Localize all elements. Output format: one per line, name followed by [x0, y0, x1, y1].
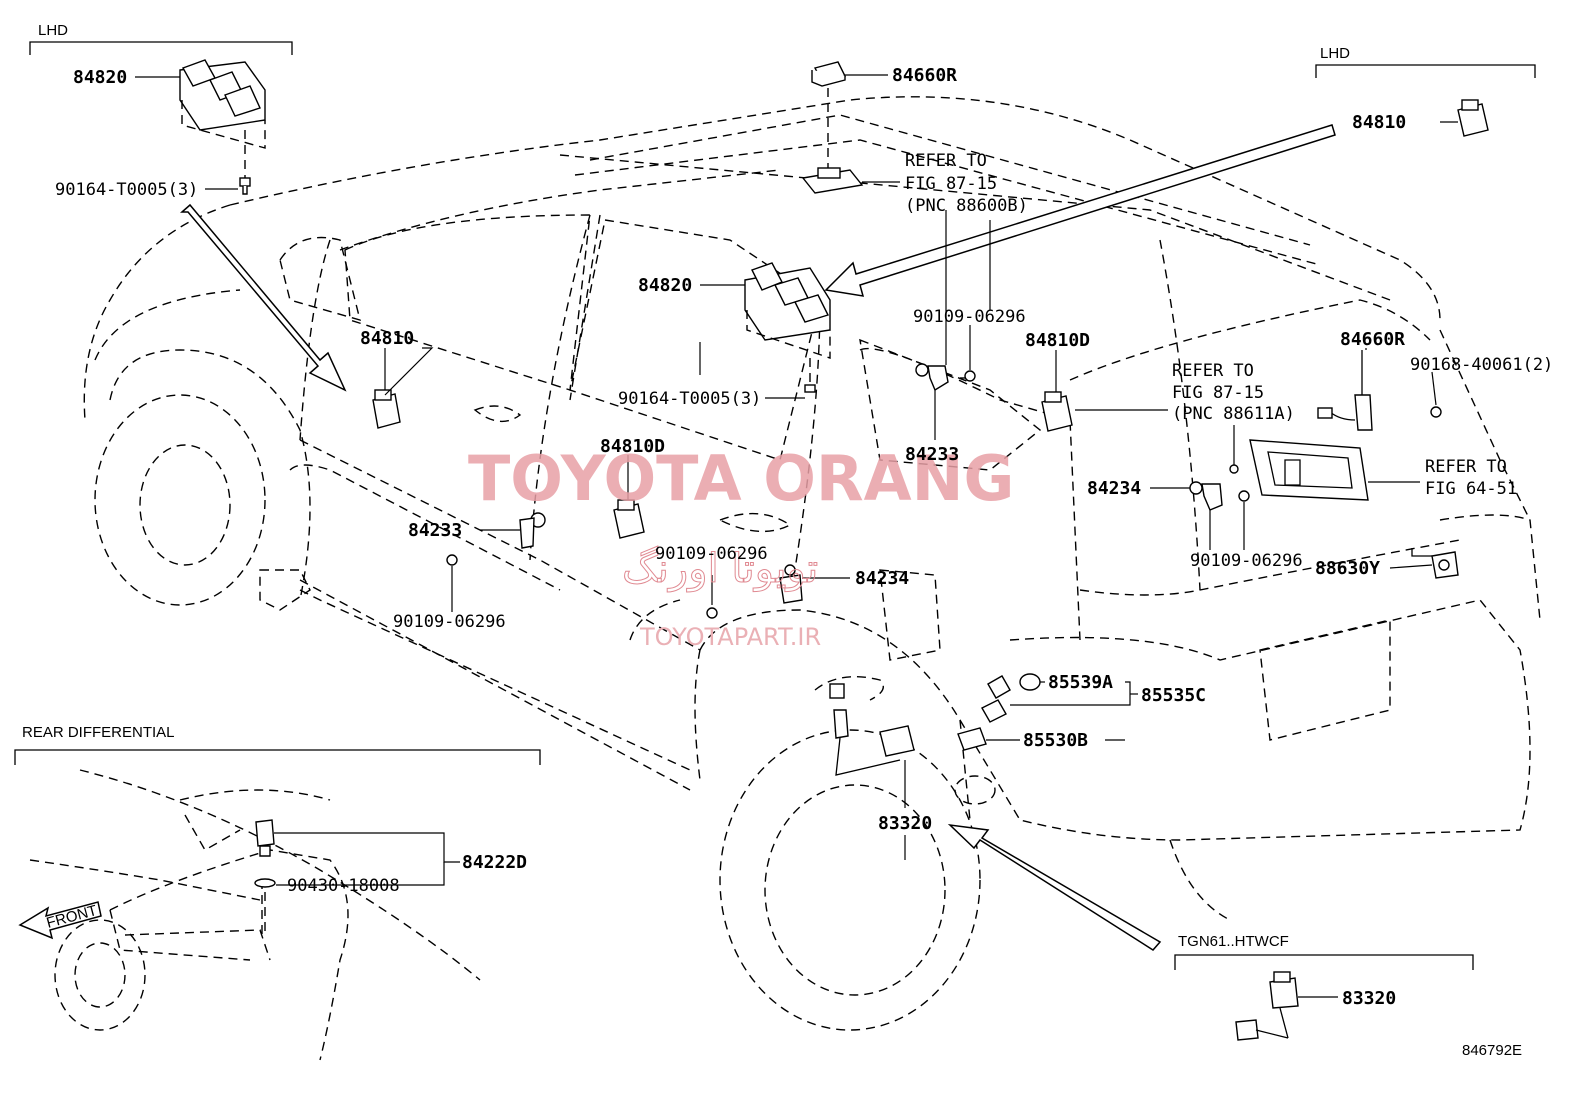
- label-90109-b: 90109-06296: [393, 612, 506, 632]
- label-90109-a: 90109-06296: [913, 307, 1026, 327]
- label-84820-a: 84820: [73, 67, 127, 88]
- label-83320-a: 83320: [878, 813, 932, 834]
- courtesy-switch-a-icon: [915, 363, 949, 392]
- watermark-line3: TOYOTAPART.IR: [639, 623, 821, 651]
- refer-8715-a-line2: FIG 87-15: [905, 174, 997, 194]
- label-84234-a: 84234: [855, 568, 909, 589]
- label-84810d-b: 84810D: [600, 436, 665, 457]
- label-84234-b: 84234: [1087, 478, 1141, 499]
- label-90109-c: 90109-06296: [655, 544, 768, 564]
- label-84820-b: 84820: [638, 275, 692, 296]
- bulb-85539a-icon: [1019, 673, 1041, 691]
- label-83320-b: 83320: [1342, 988, 1396, 1009]
- label-90109-d: 90109-06296: [1190, 551, 1303, 571]
- clip-icon: [1430, 406, 1442, 418]
- fuel-sender-inset-icon: [1235, 971, 1299, 1041]
- part-labels: 84820 90164-T0005(3) 84660R 84810 REFER …: [55, 65, 1553, 1059]
- front-label: FRONT: [45, 902, 99, 932]
- label-85539a: 85539A: [1048, 672, 1113, 693]
- switch-84810-left-icon: [372, 389, 401, 429]
- label-84222d: 84222D: [462, 852, 527, 873]
- switch-84660r-b-icon: [1317, 350, 1373, 431]
- bolt-a-icon: [960, 370, 976, 382]
- label-84233-b: 84233: [408, 520, 462, 541]
- diff-switch-icon: [254, 819, 276, 935]
- label-90430: 90430-18008: [287, 876, 400, 896]
- lhd-left-label: LHD: [38, 22, 68, 39]
- sensor-88630y-icon: [1411, 548, 1459, 579]
- bolt-84234-a-icon: [1238, 490, 1250, 502]
- refer-6451-line1: REFER TO: [1425, 457, 1507, 477]
- section-brackets: [29, 41, 1536, 970]
- switch-84810d-b-icon: [613, 499, 645, 539]
- bolt-b-icon: [446, 554, 458, 566]
- label-84660r-top: 84660R: [892, 65, 957, 86]
- tgn61-label: TGN61..HTWCF: [1178, 933, 1289, 950]
- refer-8715-b-line1: REFER TO: [1172, 361, 1254, 381]
- label-84810-right: 84810: [1352, 112, 1406, 133]
- switch-84234-a-icon: [1189, 481, 1223, 511]
- courtesy-switch-b-icon: [519, 512, 546, 549]
- roof-console-icon: [801, 167, 864, 194]
- label-85530b: 85530B: [1023, 730, 1088, 751]
- refer-8715-a-line3: (PNC 88600B): [905, 196, 1028, 216]
- watermark: TOYOTA ORANG تویوتا اورنگ TOYOTAPART.IR: [468, 442, 1014, 651]
- rear-differential-inset: [14, 749, 541, 1061]
- switch-84810-right-icon: [1457, 99, 1489, 137]
- screw-icon: [239, 177, 251, 195]
- refer-8715-b-line2: FIG 87-15: [1172, 383, 1264, 403]
- label-84233-a: 84233: [905, 444, 959, 465]
- master-switch-icon: [179, 59, 266, 149]
- watermark-line2: تویوتا اورنگ: [622, 546, 818, 592]
- fuel-sender-icon: [814, 675, 915, 776]
- label-84660r-b: 84660R: [1340, 329, 1405, 350]
- label-84810-left: 84810: [360, 328, 414, 349]
- label-90164-b: 90164-T0005(3): [618, 389, 761, 409]
- grommet-icon: [1229, 464, 1239, 474]
- leader-lines: [135, 74, 1458, 998]
- refer-6451-line2: FIG 64-51: [1425, 479, 1517, 499]
- socket-85530b-icon: [957, 727, 987, 751]
- pointer-arrows: [180, 124, 1336, 951]
- refer-8715-b-line3: (PNC 88611A): [1172, 404, 1295, 424]
- bolt-84234-b-icon: [706, 607, 718, 619]
- back-door-garnish-icon: [1249, 439, 1369, 501]
- rear-differential-label: REAR DIFFERENTIAL: [22, 724, 175, 741]
- label-90164-a: 90164-T0005(3): [55, 180, 198, 200]
- switch-84234-b-icon: [779, 564, 803, 604]
- socket-85535c-icon: [981, 675, 1011, 723]
- label-84810d-a: 84810D: [1025, 330, 1090, 351]
- switch-84810d-a-icon: [1041, 391, 1073, 432]
- figure-id: 846792E: [1462, 1042, 1522, 1059]
- refer-8715-a-line1: REFER TO: [905, 151, 987, 171]
- master-switch-center-icon: [744, 262, 831, 359]
- watermark-line1: TOYOTA ORANG: [468, 442, 1014, 515]
- front-arrow-icon: FRONT: [18, 901, 102, 940]
- label-85535c: 85535C: [1141, 685, 1206, 706]
- screw-center-icon: [804, 384, 816, 393]
- label-90168: 90168-40061(2): [1410, 355, 1553, 375]
- lhd-right-label: LHD: [1320, 45, 1350, 62]
- label-88630y: 88630Y: [1315, 558, 1380, 579]
- switch-84660r-icon: [811, 61, 847, 87]
